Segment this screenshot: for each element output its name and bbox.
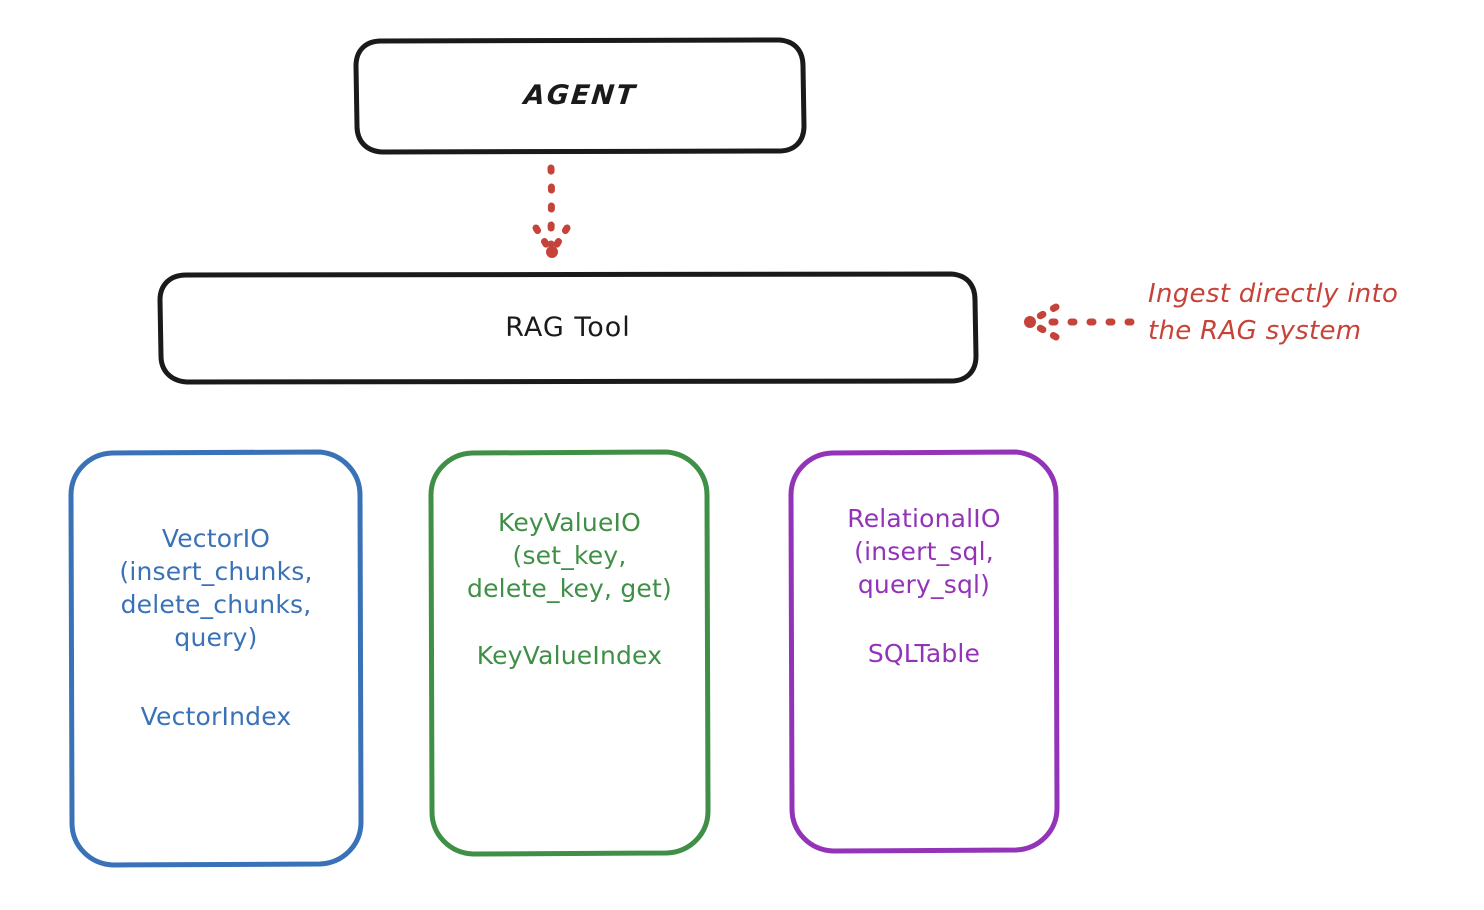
node-vector-io[interactable]: VectorIO (insert_chunks, delete_chunks, … — [68, 449, 364, 868]
connector-ingest-arrow — [1024, 303, 1135, 341]
relational-io-api-label: RelationalIO (insert_sql, query_sql) — [847, 504, 1001, 599]
key-value-io-api-label: KeyValueIO (set_key, delete_key, get) — [467, 508, 672, 603]
vector-io-box-outline — [68, 449, 364, 868]
rag-tool-label: RAG Tool — [505, 311, 631, 343]
connector-agent-to-rag-tool — [532, 164, 571, 258]
vector-io-api-label: VectorIO (insert_chunks, delete_chunks, … — [119, 524, 313, 652]
agent-label: AGENT — [522, 79, 638, 111]
node-rag-tool[interactable]: RAG Tool — [157, 271, 979, 385]
ingest-annotation-text: Ingest directly into the RAG system — [1148, 279, 1399, 346]
node-relational-io[interactable]: RelationalIO (insert_sql, query_sql) SQL… — [788, 449, 1060, 854]
node-key-value-io[interactable]: KeyValueIO (set_key, delete_key, get) Ke… — [428, 449, 711, 857]
relational-io-index-label: SQLTable — [867, 639, 981, 668]
vector-io-index-label: VectorIndex — [140, 702, 292, 731]
key-value-io-index-label: KeyValueIndex — [476, 641, 663, 670]
node-agent[interactable]: AGENT — [353, 37, 807, 155]
